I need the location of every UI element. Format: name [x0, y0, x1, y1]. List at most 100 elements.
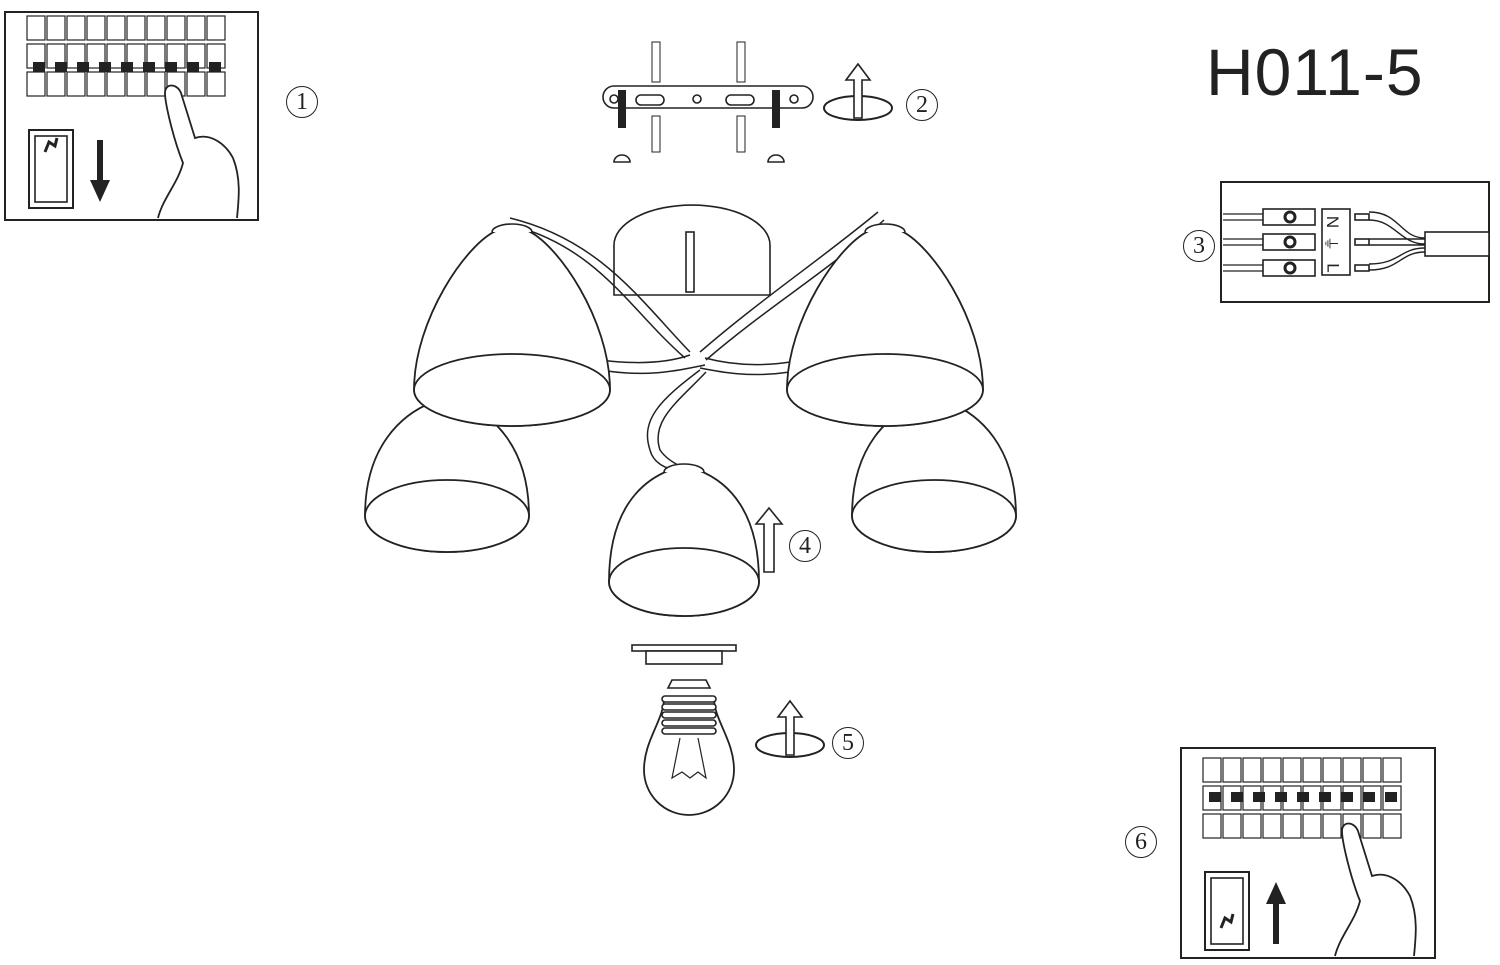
wire-end: [1354, 264, 1370, 272]
shade-front-right-rim: [786, 353, 984, 427]
chandelier-fixture: [364, 204, 1017, 617]
lamp-arms: [509, 211, 885, 476]
screw: [736, 115, 746, 153]
socket-ring-teeth: [645, 650, 723, 665]
switch-lever-icon: [1219, 913, 1235, 929]
breaker-module: [1242, 757, 1262, 783]
bracket-slot: [725, 94, 755, 106]
pointing-hand-icon: [1334, 822, 1417, 957]
breaker-module: [1362, 757, 1382, 783]
shade-center-rim: [608, 547, 760, 617]
breaker-switch: [1231, 792, 1243, 802]
step-3-marker: 3: [1183, 230, 1215, 262]
shade-front-left-cap: [491, 223, 533, 233]
breaker-switch: [187, 62, 199, 72]
mounting-bracket: [602, 41, 814, 163]
breaker-module: [1262, 757, 1282, 783]
shade-center-cap: [663, 463, 705, 473]
arrow-down-icon: [90, 140, 110, 202]
breaker-module: [1222, 813, 1242, 839]
breaker-switch: [121, 62, 133, 72]
ground-symbol: ⏚: [1322, 235, 1340, 252]
breaker-module: [1222, 757, 1242, 783]
bracket-plate: [602, 85, 814, 109]
shade-back-left-rim: [364, 479, 530, 553]
step-1-marker: 1: [286, 86, 318, 118]
breaker-switch: [143, 62, 155, 72]
cable-sheath: [1424, 231, 1490, 257]
direction-arrows: [754, 62, 893, 758]
breaker-module: [1282, 757, 1302, 783]
arrow-up-icon-4: [754, 506, 784, 573]
breaker-switch: [165, 62, 177, 72]
breaker-module: [26, 71, 46, 97]
socket-ring: [631, 644, 737, 652]
step-5-marker: 5: [832, 727, 864, 759]
wall-anchor: [736, 41, 746, 83]
neutral-label: N: [1323, 215, 1343, 229]
main-switch-inner: [34, 135, 68, 203]
bulb-thread: [661, 711, 717, 719]
bracket-slot: [635, 94, 665, 106]
breaker-module: [1262, 813, 1282, 839]
canopy-rod: [685, 231, 695, 293]
step-4-marker: 4: [789, 530, 821, 562]
breaker-module: [106, 15, 126, 41]
breaker-switch: [77, 62, 89, 72]
breaker-module: [46, 15, 66, 41]
pointing-hand-icon: [157, 84, 240, 219]
bulb-neck: [666, 679, 712, 689]
terminal-screw: [1283, 261, 1297, 275]
live-label: L: [1323, 263, 1343, 273]
cap-nut: [613, 154, 631, 163]
breaker-module: [1382, 757, 1402, 783]
step-2-marker: 2: [906, 89, 938, 121]
shade-back-right-rim: [851, 479, 1017, 553]
breaker-switch: [209, 62, 221, 72]
cap-nut: [767, 154, 785, 163]
breaker-module: [106, 43, 126, 69]
breaker-switch: [1341, 792, 1353, 802]
breaker-switch: [1385, 792, 1397, 802]
breaker-module: [1362, 813, 1382, 839]
wire: [1223, 264, 1263, 272]
breaker-module: [186, 71, 206, 97]
bracket-stud: [772, 90, 780, 128]
breaker-switch: [1319, 792, 1331, 802]
breaker-panel-off: [4, 11, 259, 221]
wire-end: [1354, 213, 1370, 221]
breaker-module: [1322, 813, 1342, 839]
breaker-module: [46, 71, 66, 97]
wire: [1223, 238, 1263, 246]
wiring-connector: [1220, 181, 1490, 303]
shade-front-right-cap: [864, 223, 906, 233]
cable-wires: [1368, 211, 1426, 271]
breaker-module: [126, 15, 146, 41]
breaker-module: [206, 15, 226, 41]
breaker-module: [26, 15, 46, 41]
breaker-module: [86, 71, 106, 97]
breaker-module: [1202, 757, 1222, 783]
light-bulb: [631, 644, 737, 816]
breaker-module: [206, 71, 226, 97]
breaker-switch: [33, 62, 45, 72]
step-6-marker: 6: [1125, 826, 1157, 858]
arrow-up-icon: [1266, 882, 1286, 944]
breaker-switch: [55, 62, 67, 72]
breaker-module: [1302, 813, 1322, 839]
bulb-thread: [661, 703, 717, 711]
label-block: [1321, 208, 1351, 276]
breaker-module: [66, 71, 86, 97]
wall-anchor: [651, 41, 661, 83]
breaker-module: [1202, 813, 1222, 839]
breaker-module: [146, 15, 166, 41]
terminal-screw: [1283, 235, 1297, 249]
rotate-arrow-icon-5-up: [776, 699, 804, 756]
breaker-module: [1242, 813, 1262, 839]
switch-lever-icon: [43, 137, 59, 153]
breaker-switch: [1275, 792, 1287, 802]
model-number: H011-5: [1206, 35, 1424, 109]
breaker-switch: [1209, 792, 1221, 802]
breaker-module: [106, 71, 126, 97]
